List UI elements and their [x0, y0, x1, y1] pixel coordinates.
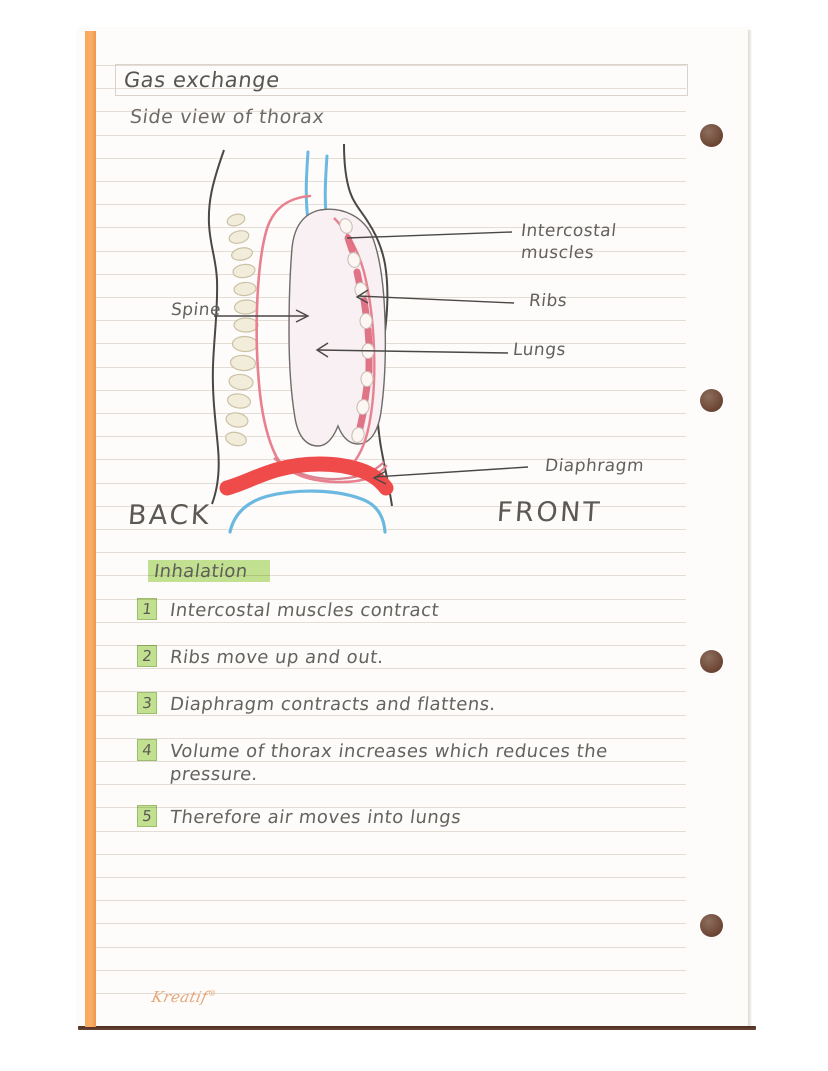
paper-bottom-edge	[78, 1026, 756, 1030]
rule-line	[96, 900, 686, 902]
rule-line	[96, 737, 686, 739]
front-body-outline	[343, 143, 393, 507]
rule-line	[96, 157, 686, 159]
rule-line	[96, 645, 686, 646]
rule-line	[96, 366, 686, 368]
intercostal-muscle-segments	[344, 234, 373, 432]
rule-line	[96, 436, 686, 438]
rule-line	[96, 88, 686, 90]
step-text-5: Therefore air moves into lungs	[168, 807, 463, 828]
rule-line	[96, 923, 686, 925]
step-text-1: Intercostal muscles contract	[168, 600, 441, 621]
paper-brand-logo: Kreatif®	[150, 988, 218, 1006]
ribcage-outline	[255, 194, 388, 484]
rule-line	[96, 853, 686, 855]
punch-hole-3	[700, 650, 723, 673]
label-diaphragm: Diaphragm	[543, 456, 646, 476]
inhalation-highlight	[148, 560, 270, 582]
label-intercostal-line2: muscles	[519, 243, 596, 263]
rule-line	[96, 621, 686, 623]
rule-line	[96, 575, 686, 577]
orientation-back: BACK	[126, 500, 213, 531]
step-badge-1	[137, 598, 157, 620]
lung-outline	[288, 208, 387, 447]
step-badge-2	[137, 645, 157, 667]
spine-arrowhead	[295, 309, 310, 323]
rule-line	[96, 529, 686, 530]
rule-line	[96, 389, 686, 391]
step-badge-4	[137, 739, 157, 761]
rule-line	[96, 830, 686, 832]
section-heading: Inhalation	[152, 561, 249, 582]
punch-hole-4	[700, 914, 723, 937]
lungs-leader	[317, 349, 509, 354]
intercostal-leader	[346, 231, 513, 239]
rule-line	[96, 761, 686, 762]
label-intercostal-line1: Intercostal	[519, 221, 618, 241]
spine-vertebrae	[225, 213, 259, 447]
rule-line	[96, 250, 686, 252]
step-number-5: 5	[141, 807, 153, 825]
diaphragm-arrowhead	[372, 470, 387, 485]
punch-hole-2	[700, 389, 723, 412]
back-body-outline	[207, 149, 225, 505]
abdomen-line-icon	[228, 489, 387, 534]
step-number-2: 2	[141, 647, 153, 665]
rule-line	[96, 807, 686, 809]
thorax-diagram	[96, 140, 716, 540]
step-badge-5	[137, 805, 157, 827]
diaphragm-leader	[374, 466, 529, 478]
rule-line	[96, 993, 686, 994]
label-ribs: Ribs	[527, 291, 569, 311]
label-spine: Spine	[169, 300, 223, 320]
rule-line	[96, 343, 686, 345]
rule-line	[96, 505, 686, 507]
page-subtitle: Side view of thorax	[128, 106, 326, 128]
orientation-front: FRONT	[495, 497, 603, 528]
step-number-1: 1	[141, 600, 153, 618]
ribs-leader	[357, 295, 515, 304]
paper-sheet	[78, 28, 750, 1028]
page-title: Gas exchange	[122, 68, 282, 92]
rule-line	[96, 204, 686, 206]
orange-margin-stripe	[85, 31, 96, 1027]
step-text-4-line2: pressure.	[168, 764, 260, 785]
rule-line	[96, 784, 686, 786]
step-badge-3	[137, 692, 157, 714]
ruled-lines	[96, 28, 686, 1028]
rule-line	[96, 946, 686, 948]
rule-line	[96, 969, 686, 971]
step-text-3: Diaphragm contracts and flattens.	[168, 694, 498, 715]
rule-line	[96, 181, 686, 182]
rule-line	[96, 65, 686, 66]
step-text-2: Ribs move up and out.	[168, 647, 386, 668]
rule-line	[96, 413, 686, 414]
lungs-arrowhead	[315, 342, 329, 358]
rule-line	[96, 691, 686, 693]
step-number-4: 4	[141, 741, 153, 759]
rule-line	[96, 134, 686, 136]
rule-line	[96, 668, 686, 670]
rule-line	[96, 877, 686, 878]
rule-line	[96, 227, 686, 229]
rule-line	[96, 320, 686, 322]
rule-line	[96, 111, 686, 113]
step-text-4-line1: Volume of thorax increases which reduces…	[168, 741, 610, 762]
rule-line	[96, 598, 686, 600]
label-lungs: Lungs	[511, 340, 567, 360]
paper-right-shadow	[748, 30, 752, 1028]
rule-line	[96, 273, 686, 275]
step-number-3: 3	[141, 694, 153, 712]
punch-hole-1	[700, 124, 723, 147]
rule-line	[96, 552, 686, 554]
brand-name: Kreatif	[150, 988, 210, 1006]
title-box	[115, 64, 688, 96]
label-leader-lines	[214, 231, 529, 485]
diaphragm-shape	[219, 456, 394, 496]
rule-line	[96, 714, 686, 716]
ribs-arrowhead	[355, 289, 369, 304]
rule-line	[96, 459, 686, 461]
